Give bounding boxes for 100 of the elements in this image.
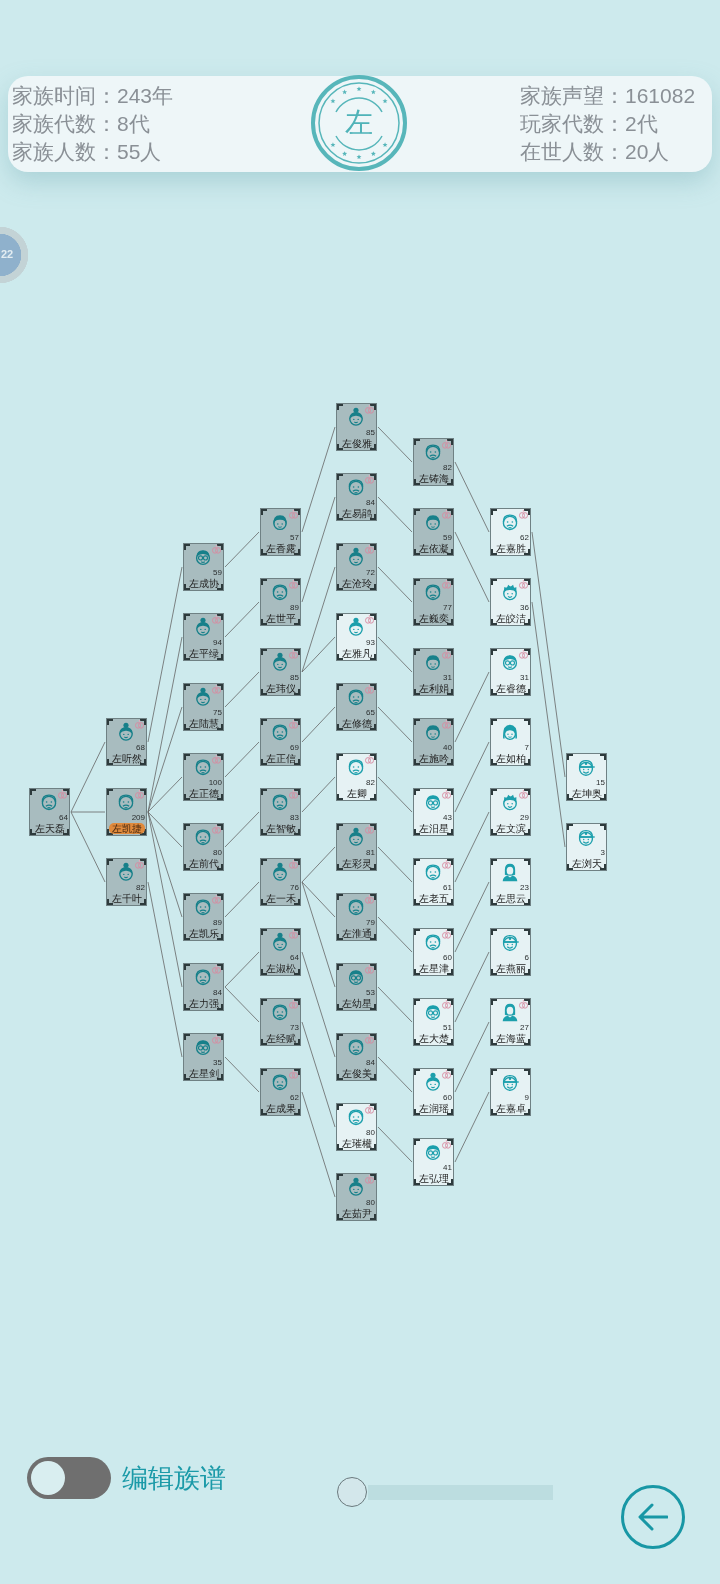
member-card <box>183 893 224 941</box>
connector-line <box>531 601 566 848</box>
member-card <box>413 788 454 836</box>
member-card <box>413 718 454 766</box>
member-card <box>260 508 301 556</box>
connector-line <box>147 566 183 743</box>
connector-line <box>454 881 490 953</box>
age-number: 84 <box>366 498 375 507</box>
connector-line <box>301 1021 336 1128</box>
member-card <box>183 683 224 731</box>
member-card <box>490 1068 531 1116</box>
member-card <box>413 998 454 1046</box>
member-card <box>413 508 454 556</box>
member-name: 左文滨 <box>495 823 526 834</box>
member-card <box>336 543 377 591</box>
member-card <box>260 858 301 906</box>
toggle-label: 编辑族谱 <box>122 1462 226 1494</box>
member-name: 左修德 <box>341 718 372 729</box>
member-name: 左前代 <box>188 858 219 869</box>
member-card <box>106 718 147 766</box>
member-name: 左彩灵 <box>341 858 372 869</box>
stat-text: 在世人数：20人 <box>520 139 670 165</box>
age-number: 100 <box>208 778 222 787</box>
connector-line <box>147 811 183 848</box>
age-number: 36 <box>520 603 529 612</box>
connector-line <box>224 951 260 988</box>
member-card <box>260 788 301 836</box>
member-card <box>413 858 454 906</box>
connector-line <box>301 636 336 673</box>
age-number: 83 <box>290 813 299 822</box>
age-number: 89 <box>290 603 299 612</box>
member-card <box>490 578 531 626</box>
connector-line <box>454 671 490 743</box>
member-card <box>490 858 531 906</box>
member-card <box>413 1138 454 1186</box>
connector-line <box>224 741 260 778</box>
member-name: 左正信 <box>265 753 296 764</box>
member-card <box>260 718 301 766</box>
connector-line <box>224 881 260 918</box>
member-card <box>336 683 377 731</box>
member-name: 左凯乐 <box>188 928 219 939</box>
connector-line <box>70 811 106 883</box>
member-card <box>260 998 301 1046</box>
member-card <box>260 1068 301 1116</box>
member-card <box>566 823 607 871</box>
age-number: 61 <box>443 883 452 892</box>
member-name: 左陆慧 <box>188 718 219 729</box>
member-name: 左沧玲 <box>341 578 372 589</box>
member-card <box>490 788 531 836</box>
connector-line <box>377 986 413 1023</box>
age-number: 64 <box>59 813 68 822</box>
connector-line <box>224 986 260 1023</box>
age-number: 94 <box>213 638 222 647</box>
member-name: 左茹尹 <box>341 1208 372 1219</box>
age-number: 59 <box>443 533 452 542</box>
member-name: 左如柏 <box>495 753 526 764</box>
age-number: 53 <box>366 988 375 997</box>
member-card <box>490 508 531 556</box>
connector-line <box>377 566 413 603</box>
age-number: 64 <box>290 953 299 962</box>
connector-line <box>147 706 183 813</box>
member-card <box>260 928 301 976</box>
age-number: 59 <box>213 568 222 577</box>
connector-line <box>531 531 566 778</box>
age-number: 41 <box>443 1163 452 1172</box>
age-number: 31 <box>443 673 452 682</box>
age-number: 23 <box>520 883 529 892</box>
member-name: 左香露 <box>265 543 296 554</box>
member-name: 左经赋 <box>265 1033 296 1044</box>
member-name: 左施吟 <box>418 753 449 764</box>
seal-character: 左 <box>345 107 373 139</box>
connector-line <box>377 706 413 743</box>
stat-text: 家族时间：243年 <box>12 83 174 109</box>
member-card <box>566 753 607 801</box>
member-card <box>413 438 454 486</box>
age-number: 15 <box>596 778 605 787</box>
connector-line <box>377 846 413 883</box>
member-card <box>336 1033 377 1081</box>
age-number: 29 <box>520 813 529 822</box>
connector-line <box>301 951 336 1058</box>
member-card <box>336 893 377 941</box>
age-number: 65 <box>366 708 375 717</box>
connector-line <box>301 881 336 988</box>
member-card <box>183 823 224 871</box>
connector-line <box>301 496 336 603</box>
member-card <box>106 858 147 906</box>
age-number: 35 <box>213 1058 222 1067</box>
member-name: 左星津 <box>418 963 449 974</box>
connector-line <box>147 881 183 1058</box>
member-card <box>183 613 224 661</box>
age-number: 81 <box>366 848 375 857</box>
member-name: 左燕丽 <box>495 963 526 974</box>
member-card <box>260 648 301 696</box>
connector-line <box>224 601 260 638</box>
member-card <box>260 578 301 626</box>
connector-line <box>301 1091 336 1198</box>
member-card <box>336 963 377 1011</box>
member-name: 左成协 <box>188 578 219 589</box>
connector-line <box>377 916 413 953</box>
connector-line <box>147 811 183 988</box>
